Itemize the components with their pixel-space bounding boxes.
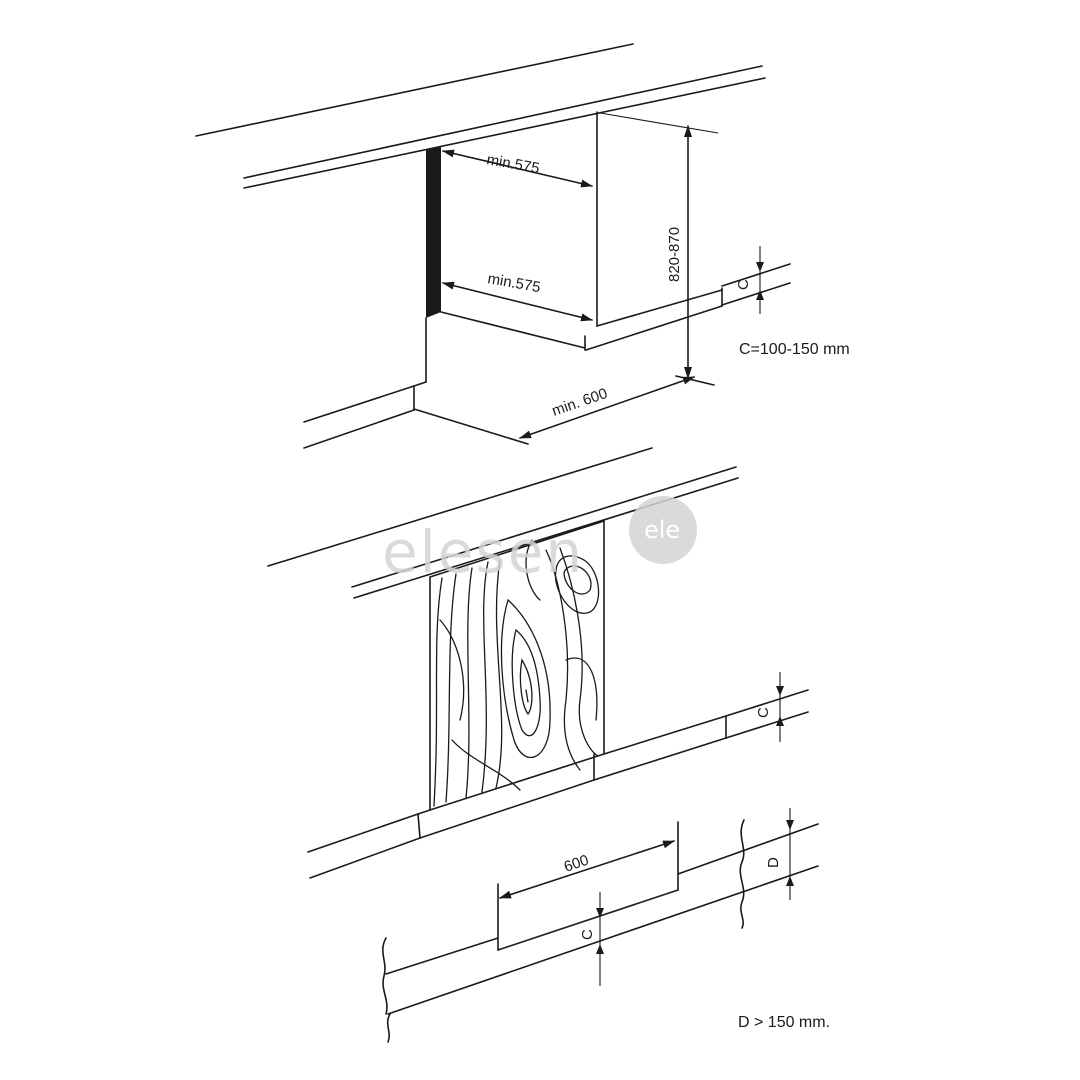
wood-decor-panel bbox=[429, 520, 605, 811]
floor-break-left-top bbox=[382, 937, 388, 1015]
c-arrow-down bbox=[756, 262, 764, 272]
d-arrow-up bbox=[786, 876, 794, 886]
bottom-left-plinth-step bbox=[417, 813, 421, 839]
floor-break-right bbox=[739, 819, 745, 929]
bottom-c-arrow-down bbox=[776, 686, 784, 696]
height-label: 820-870 bbox=[666, 227, 683, 282]
floor-line-left bbox=[385, 937, 499, 975]
bottom-plinth-center bbox=[419, 779, 595, 839]
right-plinth-front bbox=[585, 305, 723, 351]
depth-arrow-top bbox=[442, 149, 593, 188]
watermark-badge-text: ele bbox=[644, 516, 680, 544]
bottom-right-plinth-bottom-ext bbox=[725, 711, 809, 739]
bottom-right-plinth-top-ext bbox=[725, 689, 809, 717]
top-installation-view: min.575 min.575 820-870 min. 600 C C=100… bbox=[195, 43, 850, 449]
left-plinth-top bbox=[303, 381, 427, 423]
bottom-width-label: 600 bbox=[562, 852, 591, 876]
bottom-countertop-front-edge-upper bbox=[351, 466, 737, 588]
d-range-note: D > 150 mm. bbox=[738, 1014, 830, 1031]
right-plinth-bottom-ext bbox=[721, 282, 791, 306]
center-c-arrow-down bbox=[596, 908, 604, 918]
countertop-back-edge bbox=[195, 43, 634, 137]
depth-arrow-bottom bbox=[442, 281, 593, 322]
countertop-front-edge-upper bbox=[243, 65, 763, 179]
c-label-right: C bbox=[755, 707, 772, 718]
width-label: min. 600 bbox=[550, 385, 610, 420]
d-label: D bbox=[765, 857, 782, 868]
bottom-left-plinth-bottom bbox=[309, 837, 421, 879]
watermark-badge bbox=[629, 496, 697, 564]
bottom-c-arrow-up bbox=[776, 716, 784, 726]
height-top-extension bbox=[599, 112, 719, 134]
right-plinth-top-ext bbox=[721, 263, 791, 287]
c-label-center: C bbox=[579, 929, 596, 940]
depth-label-bottom: min.575 bbox=[486, 270, 542, 296]
floor-break-left-bottom bbox=[386, 1013, 391, 1043]
d-arrow-down bbox=[786, 820, 794, 830]
left-plinth-bottom bbox=[303, 409, 415, 449]
center-c-arrow-up bbox=[596, 944, 604, 954]
watermark-text: elesen bbox=[382, 518, 584, 586]
width-arrow bbox=[519, 376, 695, 439]
bottom-right-plinth-front bbox=[593, 737, 727, 781]
c-range-note: C=100-150 mm bbox=[739, 341, 850, 358]
c-arrow-up bbox=[756, 290, 764, 300]
depth-label-top: min.575 bbox=[485, 151, 541, 177]
bottom-countertop-back-edge bbox=[267, 447, 653, 567]
bottom-left-cabinet-corner bbox=[417, 809, 431, 815]
countertop-front-edge-lower bbox=[243, 77, 766, 189]
floor-line-bottom bbox=[387, 865, 819, 1015]
floor-width-line bbox=[413, 408, 529, 445]
left-cabinet-panel bbox=[426, 147, 441, 318]
niche-floor-left bbox=[440, 311, 586, 349]
c-label-top: C bbox=[735, 279, 752, 290]
bottom-width-arrow bbox=[499, 840, 675, 899]
bottom-left-plinth-top bbox=[307, 813, 419, 853]
cutout-bottom-edge bbox=[497, 889, 679, 951]
right-cabinet-bottom bbox=[596, 289, 723, 327]
floor-line-right-top bbox=[677, 823, 819, 875]
watermark: elesen ele bbox=[382, 496, 697, 586]
bottom-right-cabinet-bottom bbox=[603, 715, 727, 755]
